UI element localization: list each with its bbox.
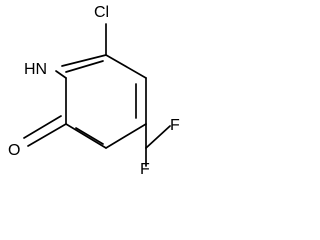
- bond-c3-c4: [65, 123, 107, 149]
- fluorine-top-label: F: [170, 117, 180, 134]
- fluorine-bottom-label: F: [140, 161, 150, 178]
- bond-c1-n-double: [65, 60, 104, 73]
- bond-c2-o-double: [23, 115, 62, 139]
- bond-c6-c1: [105, 54, 147, 79]
- chlorine-label: Cl: [94, 4, 109, 21]
- bond-n-c2: [55, 70, 67, 79]
- molecule-drawing: Cl HN O F F: [8, 4, 180, 178]
- nitrogen-h-label: HN: [24, 61, 47, 78]
- bond-c1-n: [61, 54, 107, 67]
- ring-bonds: [55, 54, 147, 149]
- substituent-bonds: [23, 23, 171, 167]
- bond-c2-o: [27, 123, 67, 147]
- chemical-structure: Cl HN O F F: [0, 0, 188, 178]
- atom-labels: Cl HN O F F: [8, 4, 180, 178]
- bond-c4-c5: [105, 123, 147, 149]
- oxygen-label: O: [8, 142, 20, 159]
- bond-cf2-f-top: [145, 125, 171, 149]
- bond-c3-c4-double: [75, 127, 104, 145]
